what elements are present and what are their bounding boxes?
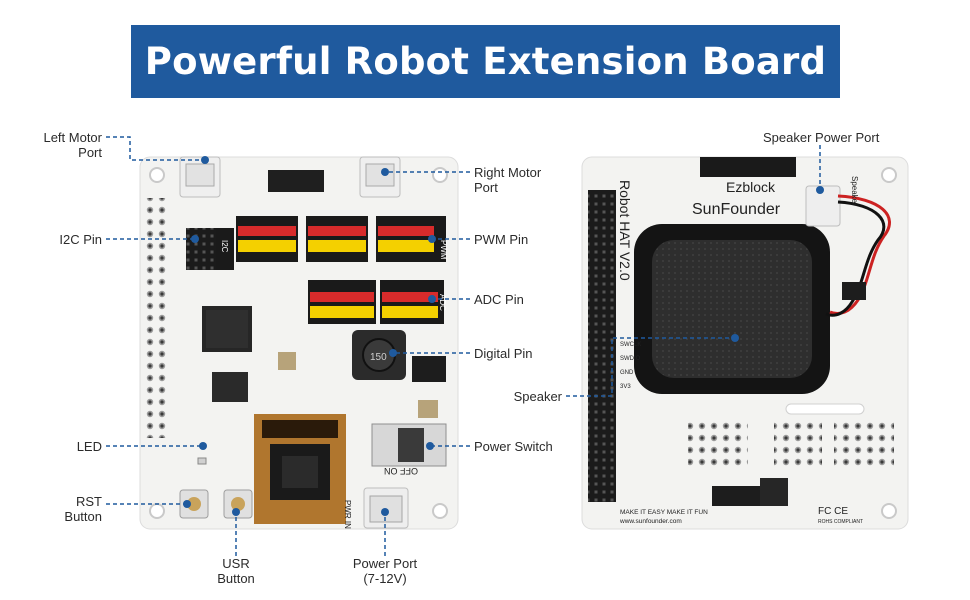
callout-lines	[106, 136, 821, 556]
left-motor-port-label: Left Motor Port	[43, 130, 102, 160]
i2c-silk: I2C	[220, 240, 229, 253]
right-board: Ezblock SunFounder Robot HAT V2.0 Speake…	[581, 156, 909, 530]
speaker-label: Speaker	[513, 389, 562, 404]
inductor-silk: 150	[370, 352, 387, 363]
power-switch-label: Power Switch	[474, 439, 553, 454]
power-port-label: Power Port (7-12V)	[352, 556, 418, 586]
led-label: LED	[76, 439, 102, 454]
adc-silk: ADC	[438, 294, 447, 311]
pwm-silk: PWM	[439, 240, 448, 260]
pin-silk-0: SWCLK	[620, 342, 641, 348]
rohs-silk: ROHS COMPLIANT	[818, 519, 863, 525]
speaker-silk: Speaker	[850, 176, 859, 206]
pin-silk-1: SWDIO	[620, 356, 641, 362]
offon-silk: OFF ON	[384, 466, 418, 476]
banner-title: Powerful Robot Extension Board	[144, 40, 827, 83]
model-silk: Robot HAT V2.0	[617, 180, 633, 281]
right-motor-port-label: Right Motor Port	[474, 165, 542, 195]
speaker-power-port-label: Speaker Power Port	[763, 130, 880, 145]
pwm-pin-label: PWM Pin	[474, 232, 529, 247]
slogan-silk: MAKE IT EASY MAKE IT FUN	[620, 509, 708, 516]
usr-button-label: USR Button	[217, 556, 255, 586]
fcc-silk: FC CE	[818, 506, 848, 517]
callout-dots	[183, 156, 824, 516]
pin-silk-2: GND	[620, 370, 634, 376]
ezblock-silk: Ezblock	[726, 179, 776, 195]
pwrin-silk: PWR IN	[343, 500, 352, 529]
rst-button-label: RST Button	[64, 494, 102, 524]
title-banner: Powerful Robot Extension Board	[131, 25, 840, 98]
website-silk: www.sunfounder.com	[619, 518, 682, 525]
i2c-pin-label: I2C Pin	[59, 232, 102, 247]
adc-pin-label: ADC Pin	[474, 292, 524, 307]
left-board: PWM I2C ADC 150 OFF ON	[139, 156, 459, 530]
pin-silk-3: 3V3	[620, 384, 631, 390]
sunfounder-silk: SunFounder	[692, 201, 781, 218]
digital-pin-label: Digital Pin	[474, 346, 533, 361]
